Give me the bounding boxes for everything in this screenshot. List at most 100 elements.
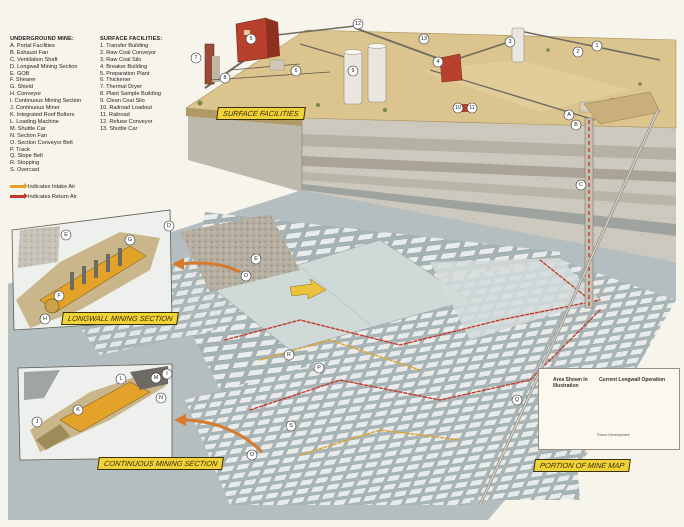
callout-9: 9 xyxy=(347,65,359,77)
legend-underground-item: P. Track xyxy=(10,146,30,153)
legend-surface-item: 8. Plant Sample Building xyxy=(100,91,161,98)
callout-11: 11 xyxy=(466,102,478,114)
svg-text:M: M xyxy=(154,375,159,381)
svg-text:J: J xyxy=(36,419,39,425)
legend-surface-item: 12. Refuse Conveyor xyxy=(100,118,153,125)
legend-underground-item: K. Integrated Roof Bolters xyxy=(10,111,75,118)
legend-underground-item: R. Stopping xyxy=(10,160,40,167)
legend-surface-item: 2. Raw Coal Conveyor xyxy=(100,49,156,56)
continuous-section-banner: CONTINUOUS MINING SECTION xyxy=(97,457,225,470)
map-current-longwall-label: Current Longwall Operation xyxy=(598,377,666,383)
svg-text:5: 5 xyxy=(250,36,253,42)
callout-S: S xyxy=(285,420,297,432)
callout-I: I xyxy=(161,368,173,380)
callout-O-lower: O xyxy=(246,449,258,461)
svg-text:F: F xyxy=(57,293,61,299)
legend-surface-item: 3. Raw Coal Silo xyxy=(100,56,142,63)
svg-text:A: A xyxy=(567,112,571,118)
callout-K: K xyxy=(72,404,84,416)
map-area-shown-label: Area Shown In Illustration xyxy=(553,377,588,389)
callout-8: 8 xyxy=(219,72,231,84)
legend-underground-item: D. Longwall Mining Section xyxy=(10,63,78,70)
legend-underground-item: B. Exhaust Fan xyxy=(10,49,49,56)
legend-underground-item: S. Overcast xyxy=(10,167,40,174)
legend-underground-item: O. Section Conveyor Belt xyxy=(10,139,73,146)
legend-surface-item: 4. Breaker Building xyxy=(100,63,148,70)
svg-text:4: 4 xyxy=(437,59,440,65)
svg-text:8: 8 xyxy=(224,75,227,81)
legend-underground-item: L. Loading Machine xyxy=(10,118,59,125)
callout-O-upper: O xyxy=(240,270,252,282)
svg-text:C: C xyxy=(579,182,583,188)
svg-text:2: 2 xyxy=(577,49,580,55)
legend-surface-item: 7. Thermal Dryer xyxy=(100,84,142,91)
legend-surface-item: 13. Shuttle Car xyxy=(100,125,138,132)
legend-underground-item: I. Continuous Mining Section xyxy=(10,98,82,105)
svg-text:O: O xyxy=(244,273,248,279)
callout-1: 1 xyxy=(591,40,603,52)
ventilation-shaft xyxy=(584,117,594,309)
callout-E-main: E xyxy=(250,253,262,265)
map-caption: Future Development xyxy=(597,433,630,437)
legend-surface-title: SURFACE FACILITIES: xyxy=(100,36,163,42)
longwall-pointer xyxy=(179,261,241,274)
legend-underground-title: UNDERGROUND MINE: xyxy=(10,36,74,42)
svg-text:N: N xyxy=(159,395,163,401)
svg-text:S: S xyxy=(289,423,293,429)
svg-text:P: P xyxy=(317,365,321,371)
svg-text:E: E xyxy=(64,232,68,238)
callout-F: F xyxy=(53,290,65,302)
legend-underground-item: M. Shuttle Car xyxy=(10,125,46,132)
callout-E-inset: E xyxy=(60,229,72,241)
legend-underground-item: G. Shield xyxy=(10,84,34,91)
callout-R: R xyxy=(283,349,295,361)
svg-text:L: L xyxy=(120,376,123,382)
svg-text:D: D xyxy=(167,223,171,229)
svg-text:11: 11 xyxy=(469,105,475,111)
svg-text:7: 7 xyxy=(195,55,198,61)
callout-6: 6 xyxy=(290,65,302,77)
callout-markers: 1 2 3 4 5 6 7 8 9 10 11 12 13 A B C D E … xyxy=(31,18,603,461)
callout-12: 12 xyxy=(352,18,364,30)
callout-J: J xyxy=(31,416,43,428)
callout-P: P xyxy=(313,362,325,374)
legend-surface: SURFACE FACILITIES: 1. Transfer Building… xyxy=(100,36,162,133)
svg-text:I: I xyxy=(166,371,168,377)
return-air-key: Indicates Return Air xyxy=(10,193,77,200)
legend-underground-item: J. Continuous Miner xyxy=(10,105,60,112)
callout-Q: Q xyxy=(511,394,523,406)
callout-2: 2 xyxy=(572,46,584,58)
intake-air-arrow-icon xyxy=(10,183,28,190)
mine-map-box: Area Shown In Illustration Current Longw… xyxy=(538,368,680,450)
svg-text:Q: Q xyxy=(515,397,519,403)
legend-underground-item: Q. Slope Belt xyxy=(10,153,43,160)
callout-A: A xyxy=(563,109,575,121)
callout-H: H xyxy=(39,313,51,325)
underground-workings xyxy=(8,190,676,520)
legend-surface-item: 11. Railroad xyxy=(100,111,130,118)
svg-text:1: 1 xyxy=(596,43,599,49)
legend-surface-item: 1. Transfer Building xyxy=(100,42,149,49)
svg-text:3: 3 xyxy=(509,39,512,45)
callout-G: G xyxy=(124,234,136,246)
longwall-section-banner: LONGWALL MINING SECTION xyxy=(61,312,180,325)
continuous-pointer xyxy=(181,418,264,454)
callout-B: B xyxy=(570,119,582,131)
continuous-inset xyxy=(17,363,173,461)
svg-text:H: H xyxy=(43,316,47,322)
surface-facilities-banner: SURFACE FACILITIES xyxy=(216,107,306,120)
callout-3: 3 xyxy=(504,36,516,48)
legend-surface-item: 6. Thickener xyxy=(100,77,131,84)
callout-10: 10 xyxy=(452,102,464,114)
legend-underground-item: E. GOB xyxy=(10,70,30,77)
svg-text:O: O xyxy=(250,452,254,458)
svg-text:9: 9 xyxy=(352,68,355,74)
svg-text:13: 13 xyxy=(421,36,427,42)
legend-underground-item: F. Shearer xyxy=(10,77,36,84)
legend-surface-item: 9. Clean Coal Silo xyxy=(100,98,145,105)
callout-4: 4 xyxy=(432,56,444,68)
legend-underground-item: C. Ventilation Shaft xyxy=(10,56,58,63)
